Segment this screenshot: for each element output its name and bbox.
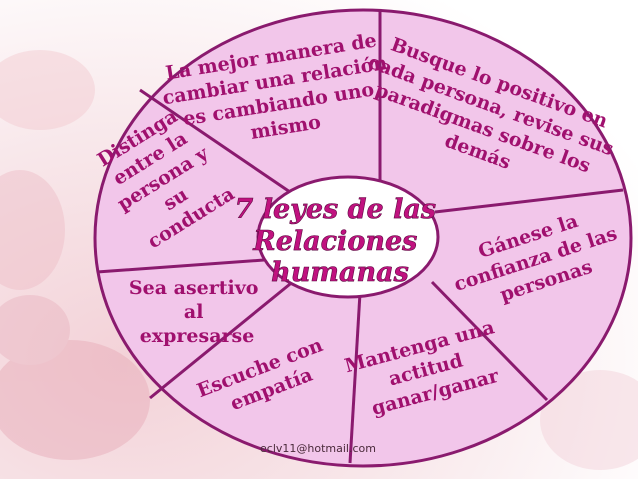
- divider-lower-right: [430, 280, 549, 402]
- center-title-line: humanas: [271, 257, 409, 288]
- segment-sea-asertivo: Sea asertivo al expresarse: [129, 277, 265, 347]
- wheel-dividers: [96, 10, 624, 464]
- divider-bottom: [348, 292, 362, 464]
- center-title-line: Relaciones: [252, 226, 417, 257]
- segment-text: Sea asertivo al expresarse: [129, 277, 265, 347]
- center-circle: [256, 175, 440, 299]
- divider-upper-left: [139, 88, 291, 194]
- divider-lower-left: [149, 278, 296, 400]
- footer-email: eclv11@hotmail.com: [260, 442, 376, 455]
- center-title: 7 leyes de las Relaciones humanas: [235, 194, 446, 288]
- divider-left: [96, 258, 265, 274]
- center-title-line: 7 leyes de las: [235, 194, 437, 225]
- divider-upper-right: [434, 188, 624, 214]
- flower-decoration: [0, 50, 638, 470]
